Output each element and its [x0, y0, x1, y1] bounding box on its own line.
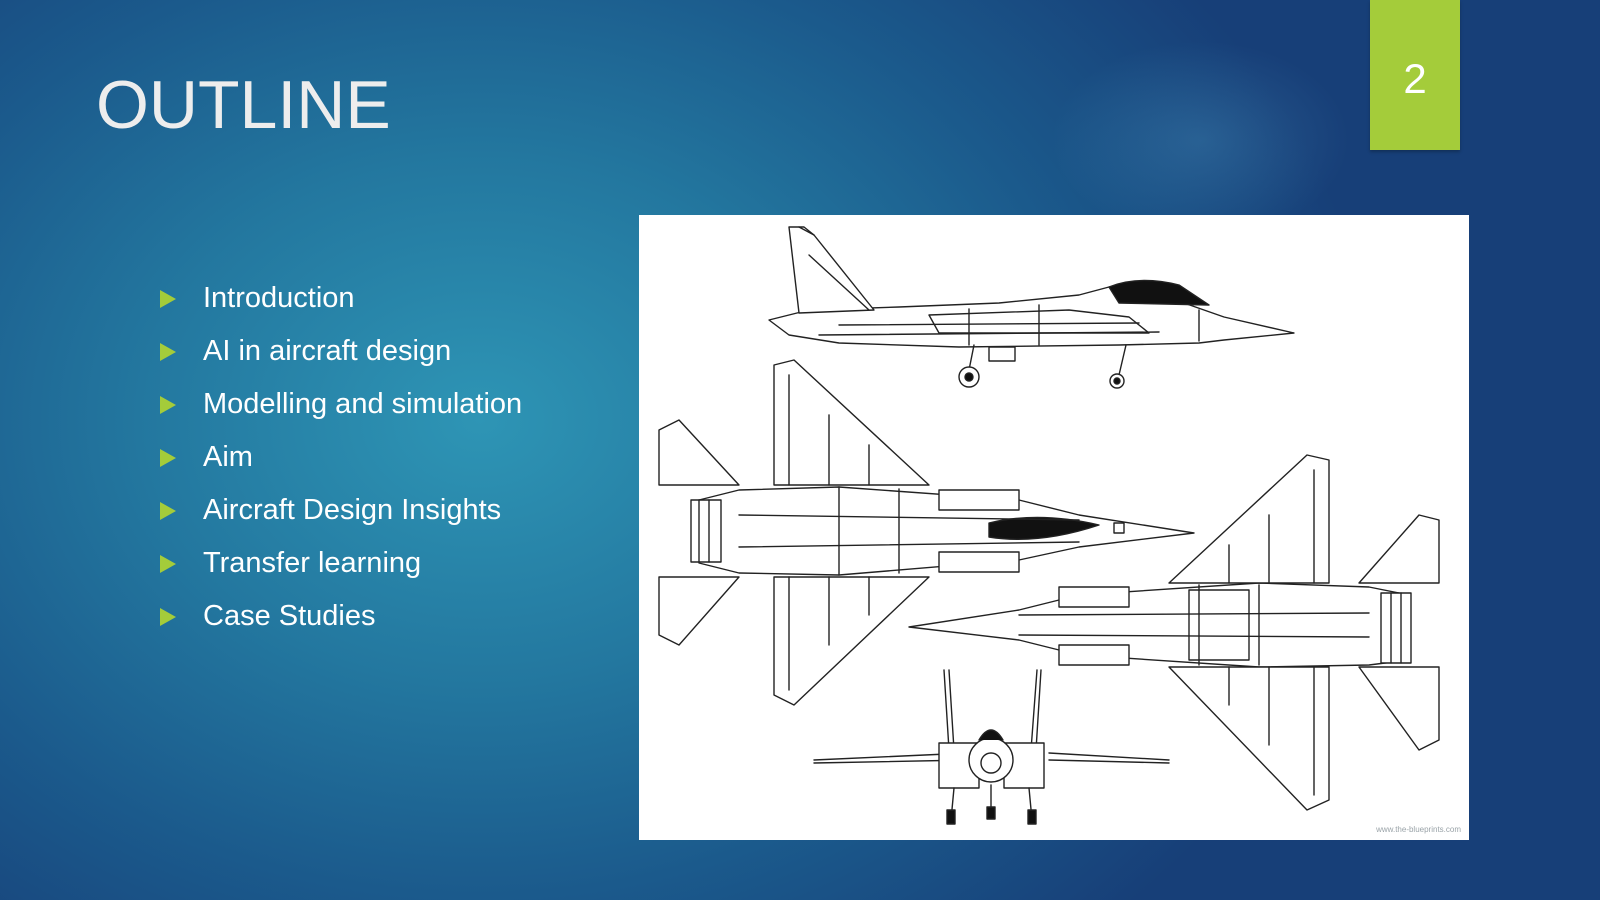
outline-list: Introduction AI in aircraft design Model… — [160, 272, 522, 643]
slide-title: OUTLINE — [96, 67, 391, 143]
fighter-jet-blueprint-icon — [658, 226, 1440, 825]
bullet-arrow-icon — [160, 554, 176, 573]
bullet-arrow-icon — [160, 607, 176, 626]
bullet-arrow-icon — [160, 395, 176, 414]
list-item: Aircraft Design Insights — [160, 484, 522, 537]
bullet-text: Aircraft Design Insights — [203, 494, 502, 526]
side-view — [768, 226, 1295, 389]
bullet-text: AI in aircraft design — [203, 335, 452, 367]
bullet-text: Aim — [203, 441, 253, 473]
bullet-text: Introduction — [203, 282, 355, 314]
bullet-arrow-icon — [160, 448, 176, 467]
bullet-text: Case Studies — [203, 600, 376, 632]
list-item: Transfer learning — [160, 537, 522, 590]
bullet-arrow-icon — [160, 501, 176, 520]
aircraft-blueprint-figure: www.the-blueprints.com — [639, 215, 1469, 840]
list-item: Modelling and simulation — [160, 378, 522, 431]
front-view — [813, 669, 1170, 825]
list-item: Introduction — [160, 272, 522, 325]
top-view — [658, 359, 1195, 706]
bullet-text: Transfer learning — [203, 547, 422, 579]
figure-watermark: www.the-blueprints.com — [1376, 825, 1461, 834]
list-item: Case Studies — [160, 590, 522, 643]
page-number-badge: 2 — [1370, 0, 1460, 150]
list-item: Aim — [160, 431, 522, 484]
bullet-arrow-icon — [160, 342, 176, 361]
bottom-view — [908, 454, 1440, 811]
bullet-text: Modelling and simulation — [203, 388, 523, 420]
page-number: 2 — [1403, 55, 1427, 102]
list-item: AI in aircraft design — [160, 325, 522, 378]
bullet-arrow-icon — [160, 289, 176, 308]
background-glow — [1050, 40, 1350, 240]
